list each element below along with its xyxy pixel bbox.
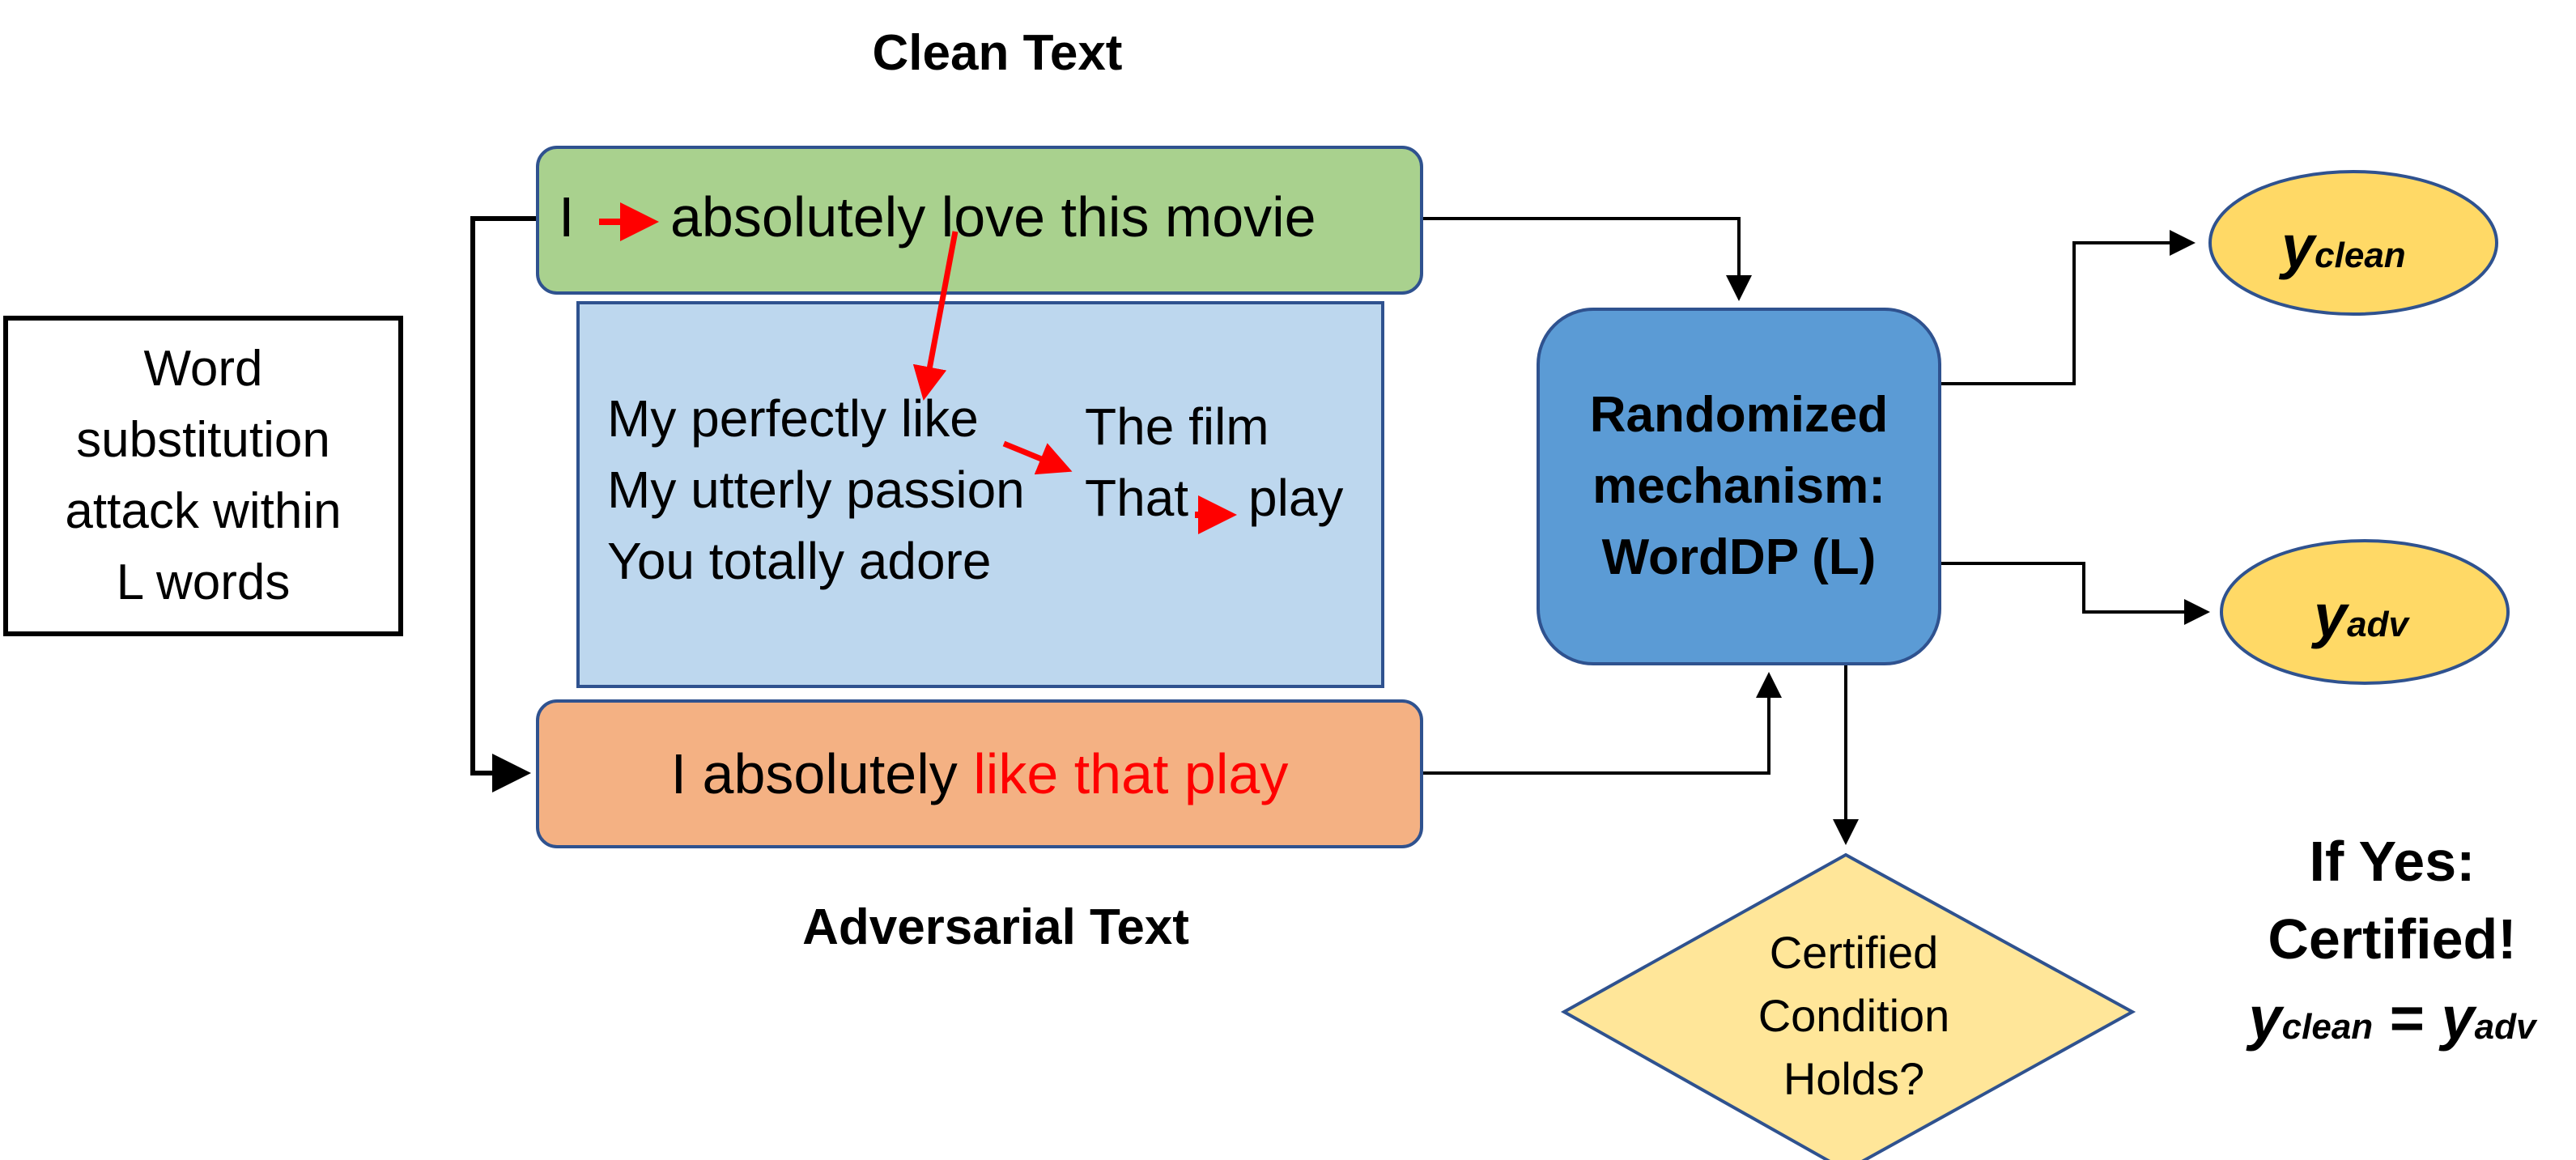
decision-line: Certified [1769,927,1939,978]
certified-equation: yclean = yadv [2248,984,2536,1052]
clean-text-box: I absolutely love this movie [536,146,1423,295]
yclean-oval [2208,170,2498,316]
adversarial-to-mechanism-arrow [1423,672,1782,775]
adversarial-substituted-words: like that play [973,742,1289,805]
adversarial-text-title: Adversarial Text [802,899,1189,955]
clean-text-title: Clean Text [872,25,1123,81]
certified-label: Certified! [2268,907,2517,971]
adversarial-prefix: I absolutely [670,742,974,805]
certification-result: If Yes: Certified! yclean = yadv [2218,822,2566,1068]
mechanism-to-yadv-arrow [1941,562,2210,625]
synonym-candidates-box: My perfectly like My utterly passion You… [576,301,1384,688]
decision-line: Holds? [1783,1053,1925,1104]
attack-line: Word [143,341,263,397]
synonym-row: You totally adore [607,532,992,590]
clean-to-mechanism-arrow [1423,217,1752,301]
clean-sentence: absolutely love this movie [670,185,1316,249]
synonym-row: The film [1085,397,1269,456]
randomized-mechanism-box: Randomized mechanism: WordDP (L) [1537,308,1941,665]
mechanism-line: Randomized [1589,387,1889,443]
synonym-row: My utterly passion [607,461,1025,519]
adversarial-text-box: I absolutely like that play [536,699,1423,848]
bracket-connector [470,216,536,792]
synonym-word: That [1085,469,1189,527]
red-arrow-icon [1002,440,1073,475]
attack-line: L words [116,555,291,610]
yclean-label: yclean [2281,213,2406,280]
clean-first-word: I [559,185,575,249]
synonym-word: play [1248,469,1344,527]
attack-description-box: Word substitution attack within L words [3,316,403,636]
attack-line: attack within [65,483,342,539]
mechanism-to-yclean-arrow [1941,230,2196,385]
attack-line: substitution [76,412,330,468]
decision-diamond [1560,852,2136,1160]
mechanism-line: WordDP (L) [1601,529,1877,585]
decision-line: Condition [1758,990,1950,1041]
red-arrow-icon [912,231,959,401]
yadv-label: yadv [2314,582,2408,649]
mechanism-line: mechanism: [1592,458,1885,514]
yadv-oval [2220,539,2510,685]
if-yes-label: If Yes: [2309,830,2476,893]
decision-question: Certified Condition Holds? [1749,921,1959,1111]
